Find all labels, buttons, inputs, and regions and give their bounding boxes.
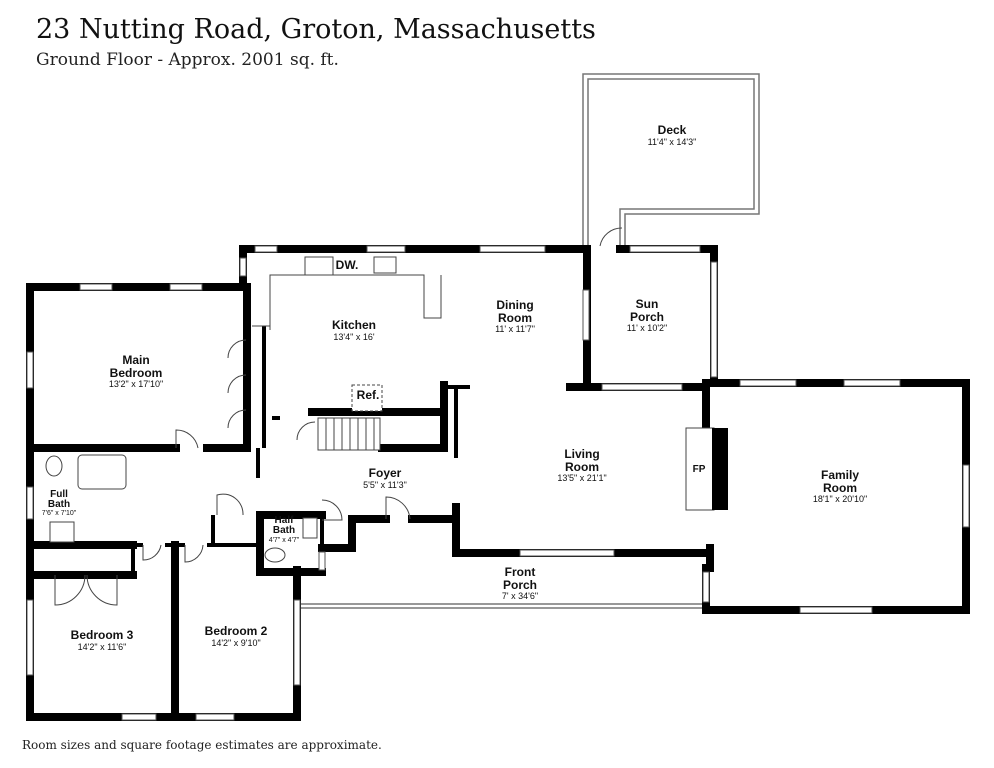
dining-dims: 11' x 11'7" <box>495 324 535 334</box>
half-bath-name-1: Half <box>275 515 295 526</box>
stove-icon <box>304 256 334 276</box>
half-bath-toilet-icon <box>264 547 286 563</box>
front-porch-name-1: Front <box>505 565 536 579</box>
kitchen-name: Kitchen <box>332 318 376 332</box>
staircase <box>317 384 383 451</box>
living-name-1: Living <box>564 447 599 461</box>
main-bedroom-dims: 13'2" x 17'10" <box>109 379 163 389</box>
foyer-name: Foyer <box>369 466 402 480</box>
sun-porch-name-1: Sun <box>636 297 659 311</box>
windows <box>26 245 970 721</box>
full-bath-dims: 7'6" x 7'10" <box>42 510 77 517</box>
family-dims: 18'1" x 20'10" <box>813 494 867 504</box>
living-name-2: Room <box>565 460 599 474</box>
full-bath-name-2: Bath <box>48 499 70 510</box>
front-porch-name-2: Porch <box>503 578 537 592</box>
dining-name-1: Dining <box>496 298 533 312</box>
bedroom2-name: Bedroom 2 <box>205 624 268 638</box>
fireplace-icon <box>712 428 728 510</box>
fixtures <box>45 256 728 563</box>
main-bedroom-name-2: Bedroom <box>110 366 163 380</box>
bathtub-icon <box>77 454 127 490</box>
full-bath-name-1: Full <box>50 489 68 500</box>
family-name-2: Room <box>823 481 857 495</box>
fireplace-label: FP <box>693 464 706 475</box>
sun-porch-dims: 11' x 10'2" <box>627 323 668 333</box>
doors <box>54 227 623 606</box>
page-title: 23 Nutting Road, Groton, Massachusetts <box>36 14 596 45</box>
refrigerator-label: Ref. <box>357 388 380 402</box>
sink-icon <box>49 521 75 543</box>
sun-porch-name-2: Porch <box>630 310 664 324</box>
deck-outline <box>582 73 760 246</box>
bedroom3-dims: 14'2" x 11'6" <box>78 642 127 652</box>
bedroom3-name: Bedroom 3 <box>71 628 134 642</box>
main-bedroom-name-1: Main <box>122 353 149 367</box>
footnote: Room sizes and square footage estimates … <box>22 738 382 752</box>
family-name-1: Family <box>821 468 859 482</box>
fireplace-hearth <box>685 427 715 511</box>
front-porch-dims: 7' x 34'6" <box>502 591 538 601</box>
dishwasher-label: DW. <box>336 258 359 272</box>
toilet-icon <box>45 455 63 477</box>
foyer-dims: 5'5" x 11'3" <box>363 480 407 490</box>
half-bath-sink-icon <box>302 517 318 539</box>
kitchen-sink-icon <box>373 256 397 274</box>
front-porch-outline <box>297 603 706 609</box>
half-bath-dims: 4'7" x 4'7" <box>269 537 300 544</box>
deck-name: Deck <box>658 123 687 137</box>
half-bath-name-2: Bath <box>273 525 295 536</box>
page-subtitle: Ground Floor - Approx. 2001 sq. ft. <box>36 50 339 70</box>
kitchen-counters <box>252 274 442 330</box>
room-labels: Deck 11'4" x 14'3" Kitchen 13'4" x 16' D… <box>42 123 867 652</box>
bedroom2-dims: 14'2" x 9'10" <box>211 638 260 648</box>
deck-dims: 11'4" x 14'3" <box>648 137 697 147</box>
dining-name-2: Room <box>498 311 532 325</box>
living-dims: 13'5" x 21'1" <box>557 473 606 483</box>
kitchen-dims: 13'4" x 16' <box>333 332 374 342</box>
